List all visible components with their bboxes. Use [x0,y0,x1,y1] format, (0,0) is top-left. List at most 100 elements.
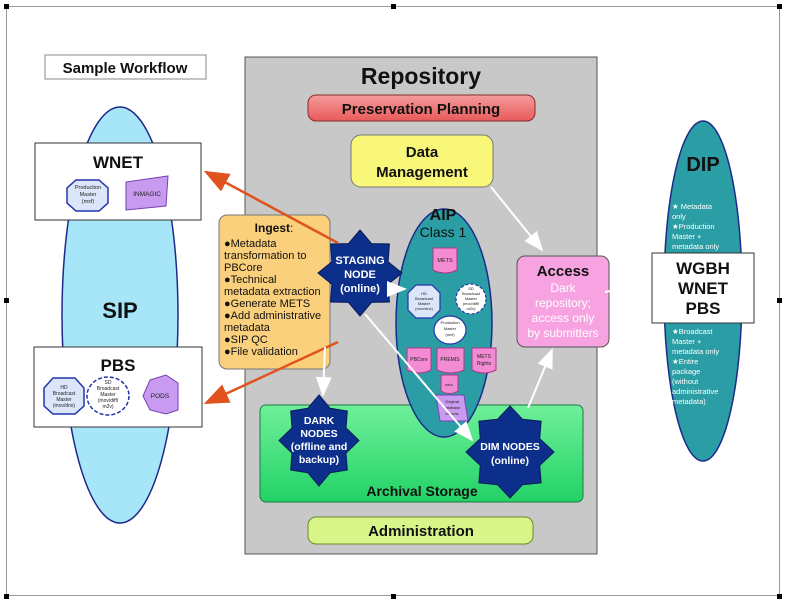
production-master-badge [66,179,109,212]
dip-top-note: ★Production [672,222,715,231]
aip-exports-line: database [444,405,461,410]
dark-nodes-line: (offline and [291,441,348,453]
ingest-line: metadata extraction [224,286,321,298]
selection-handle[interactable] [4,4,9,9]
arrow-access-to-dip [604,279,650,296]
pbs-title: PBS [101,356,136,375]
selection-handle[interactable] [4,594,9,599]
aip-xdcv-badge [440,374,459,394]
pbs-sd-line: Broadcast [97,386,120,392]
preservation-planning-label: Preservation Planning [342,101,500,118]
selection-handle[interactable] [4,298,9,303]
aip-hd-line: (mov/dnx) [415,306,433,311]
access-desc-line: access only [532,311,595,325]
access-desc-line: repository; [535,296,591,310]
dip-bottom-note: Master + [672,337,702,346]
pbs-sd-line: (mov/diff/ [98,398,119,404]
dark-nodes-line: DARK [304,415,335,427]
staging-node-star [317,229,403,317]
sample-workflow-box [44,54,207,80]
archival-storage-label: Archival Storage [366,483,477,499]
sip-label: SIP [102,298,137,323]
hd-master-badge [43,377,85,415]
dark-nodes-line: backup) [299,454,339,466]
aip-premis-badge [436,347,465,374]
aip-hd-line: Master [418,301,431,306]
aip-title-line: Class 1 [420,224,467,240]
aip-sd-line: SD [468,286,474,291]
pbs-hd-line: (mov/dnx) [53,403,76,409]
aip-exports-line: Original [445,399,459,404]
ingest-line: transformation to [224,250,307,262]
dip-top-note: Master + [672,232,702,241]
aip-mets-rights-badge [471,347,497,374]
data-management-line: Data [406,144,439,161]
ingest-line: ●SIP QC [224,334,268,346]
wnet-production-master-line: Master [80,192,97,198]
pbs-sd-line: Master [100,392,116,398]
aip-mets-rights-line: Rights [477,361,492,367]
access-desc-line: by submitters [527,326,598,340]
preservation-planning-box [307,94,536,122]
aip-sd-line: (mov/diff/ [463,301,480,306]
arrow-ingest-to-pbs [203,340,339,405]
aip-mets-badge [432,247,458,274]
aip-sd-line: Broadcast [462,291,481,296]
wnet-box [34,142,202,221]
administration-box [307,516,534,545]
ingest-heading: Ingest: [255,221,294,235]
aip-mets-rights-line: METS [477,354,492,360]
pbs-sd-line: m2v) [102,404,113,410]
pods-label: PODS [151,393,170,400]
ingest-line: ●File validation [224,346,298,358]
arrow-staging-to-dim-nodes [364,313,474,442]
dip-bottom-note: (without [672,377,699,386]
wnet-production-master-line: (mxf) [82,199,95,205]
dim-nodes-star [465,405,555,499]
dip-bottom-note: ★Broadcast [672,327,713,336]
aip-production-master-badge [433,315,467,345]
selection-handle[interactable] [777,298,782,303]
dip-bottom-note: metadata) [672,397,706,406]
data-management-line: Management [376,164,468,181]
dip-institution: PBS [686,299,721,318]
ingest-line: PBCore [224,262,263,274]
aip-production-line: Master [444,326,457,331]
ingest-line: ●Add administrative [224,310,321,322]
arrow-dim-nodes-to-access [527,348,553,409]
selection-handle[interactable] [777,594,782,599]
dip-bottom-note: package [672,367,700,376]
pbs-sd-line: SD [105,380,112,386]
data-management-box [350,134,494,188]
dim-nodes-line: (online) [491,455,529,467]
arrow-ingest-to-dark-nodes [315,346,332,397]
selection-handle[interactable] [391,594,396,599]
wnet-production-master-line: Production [75,185,101,191]
ingest-line: ●Generate METS [224,298,310,310]
selection-handle[interactable] [391,4,396,9]
wnet-title: WNET [93,153,144,172]
inmagic-badge [125,175,169,211]
repository-title: Repository [361,63,481,89]
dip-institution: WGBH [676,259,730,278]
staging-node-line: NODE [344,269,376,281]
pods-badge [142,374,179,415]
aip-hd-badge [407,284,441,319]
dim-nodes-line: DIM NODES [480,441,540,453]
ingest-line: ●Technical [224,274,277,286]
aip-production-line: Production [440,320,459,325]
arrow-data-management-to-access [490,186,544,252]
selection-handle[interactable] [777,4,782,9]
ingest-box [218,214,331,370]
dip-institutions-box [651,252,755,324]
dip-bottom-note: ★Entire [672,357,698,366]
staging-node-line: STAGING [335,255,384,267]
dip-bottom-note: administrative [672,387,718,396]
aip-sd-line: m2v) [467,306,477,311]
dip-bottom-note: metadata only [672,347,719,356]
access-box [516,255,610,348]
dip-top-note: metadata only [672,242,719,251]
arrow-ingest-to-wnet [203,170,339,245]
aip-hd-line: HD [421,291,427,296]
